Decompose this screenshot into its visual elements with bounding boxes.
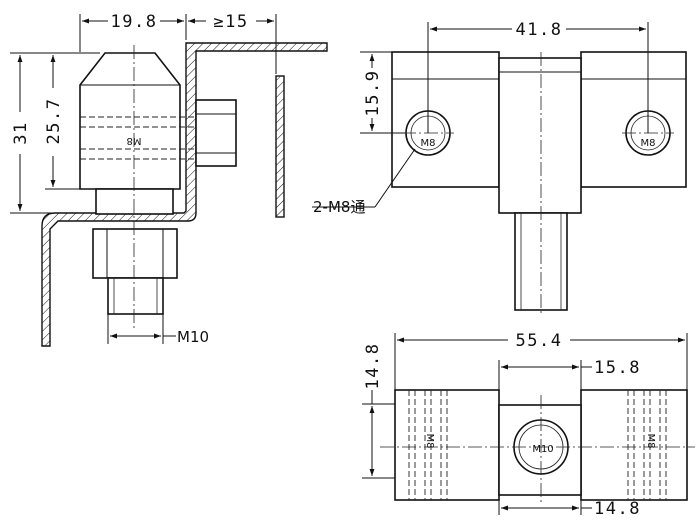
threaded-stud	[107, 277, 164, 315]
front-hole-label-right: M8	[641, 138, 656, 149]
dim-overall-length: 55.4	[516, 331, 563, 351]
dim-center-bottom: 14.8	[594, 499, 641, 519]
dim-height-total: 31	[11, 121, 31, 144]
side-view: M8 19.8 ≥15 31 25.7 M10	[10, 12, 328, 347]
callout-holes: 2-M8通	[313, 198, 365, 216]
top-center-label: M10	[532, 444, 553, 455]
side-hole-label: M8	[127, 135, 142, 146]
dim-hole-height: 15.9	[363, 70, 383, 117]
top-side-label-left: M8	[424, 434, 435, 449]
hinge-block	[79, 52, 181, 190]
dim-thread: M10	[177, 328, 209, 346]
dim-width-top: 19.8	[111, 12, 158, 32]
dim-gap: ≥15	[213, 12, 248, 32]
top-view: M10 M8 M8 55.4 15.8 14.8 14.8	[362, 331, 695, 519]
top-side-label-right: M8	[645, 434, 656, 449]
hex-nut	[92, 228, 178, 279]
hex-screw	[195, 99, 237, 167]
bracket-flange	[275, 75, 285, 218]
dim-hole-spacing: 41.8	[516, 20, 563, 40]
front-hole-label-left: M8	[421, 138, 436, 149]
dim-height-block: 25.7	[44, 98, 64, 145]
front-view: M8 M8 41.8 15.9 2-M8通	[312, 20, 687, 315]
dim-depth: 14.8	[363, 343, 383, 390]
front-center-body	[498, 57, 582, 214]
dim-center-width: 15.8	[594, 358, 641, 378]
